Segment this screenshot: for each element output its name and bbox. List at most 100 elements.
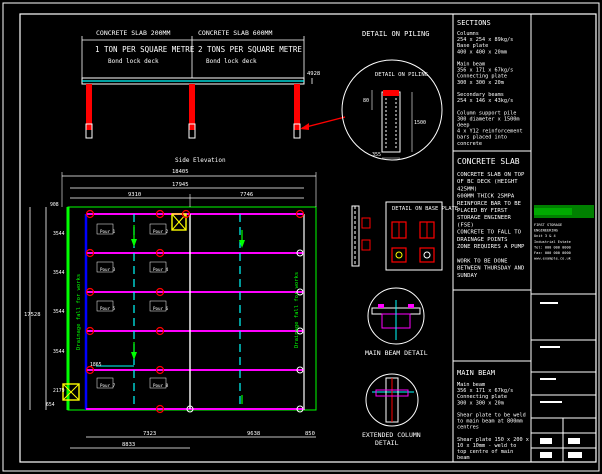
drainage-arrows (131, 225, 245, 404)
beam-line: Connecting plate (457, 394, 507, 400)
sections-line: concrete (457, 141, 482, 147)
elevation-slab-label-left: CONCRETE SLAB 200MM (96, 29, 170, 37)
drainage-label-left: Drainage fall for works (76, 274, 82, 350)
detail-main-beam: MAIN BEAM DETAIL (365, 287, 428, 357)
sections-title: SECTIONS (457, 19, 491, 27)
company-logo-mark (534, 208, 572, 215)
dim-bottom-end: 850 (305, 431, 315, 437)
elevation-slab-label-right: CONCRETE SLAB 600MM (198, 29, 272, 37)
beam-line: to main beam at 800mm (457, 419, 523, 425)
pour-label: Pour 1 (100, 229, 116, 234)
detail-extended-column: EXTENDED COLUMN DETAIL (362, 373, 421, 447)
sections-line: deep (457, 123, 470, 129)
pour-label: Pour 3 (100, 267, 116, 272)
main-beam-detail-caption: MAIN BEAM DETAIL (365, 349, 428, 357)
elevation-pile (85, 123, 93, 139)
drainage-label-right: Drainage fall for works (294, 272, 300, 348)
beam-line: Main beam (457, 382, 485, 388)
sections-line: Columns (457, 31, 479, 37)
pour-label: Pour 8 (153, 383, 169, 388)
dim-left-row: 3544 (53, 349, 65, 355)
sections-line: bars placed into (457, 135, 507, 141)
elevation-column (294, 84, 300, 130)
company-line: www.example.co.uk (534, 257, 572, 261)
pour-tags (96, 223, 167, 389)
beam-line: Shear plate to be weld (457, 413, 526, 419)
company-line: Unit 3 & 4 (534, 234, 556, 238)
title-block (531, 205, 596, 462)
dim-left-row: 3544 (53, 309, 65, 315)
sections-line: Base plate (457, 43, 488, 49)
side-elevation: CONCRETE SLAB 200MM CONCRETE SLAB 600MM … (81, 29, 346, 164)
dim-inner: 1865 (90, 362, 102, 368)
dim-top-left: 9310 (128, 192, 141, 198)
dim-bottom-left: 7323 (143, 431, 156, 437)
dim-top-overall: 18405 (172, 169, 189, 175)
dim-top-second: 17945 (172, 182, 189, 188)
sections-line: 254 x 254 x 89kg/s (457, 37, 513, 43)
beam-line: 10 x 10mm - weld to (457, 443, 516, 449)
pour-label: Pour 6 (153, 306, 169, 311)
slab-line: STORAGE ENGINEER (457, 215, 512, 221)
dim-left-row: 908 (50, 202, 59, 208)
elevation-column (189, 84, 195, 130)
beam-line: beam (457, 455, 470, 461)
drawing-frame (19, 13, 597, 463)
elevation-column (86, 84, 92, 130)
piling-inner-title: DETAIL ON PILING (375, 72, 428, 78)
elevation-dim-right: 4928 (307, 71, 320, 77)
beam-line: top centre of main (457, 449, 513, 455)
slab-line: (FSE) (457, 222, 474, 228)
company-line: Fax: 000 000 0000 (534, 251, 571, 255)
sections-line: 300 diameter x 1500m (457, 116, 519, 122)
elevation-caption: Side Elevation (175, 157, 226, 164)
piling-dim: 355 (372, 152, 381, 158)
sections-line: Main beam (457, 62, 485, 68)
beam-line: 300 x 300 x 20m (457, 400, 504, 406)
elevation-pile (293, 123, 301, 139)
slab-line: SUNDAY (457, 273, 478, 279)
pour-label: Pour 7 (100, 383, 116, 388)
elevation-deck-left: Bond lock deck (108, 58, 159, 65)
pour-label: Pour 5 (100, 306, 116, 311)
slab-line: 425MM) (457, 186, 477, 192)
sections-line: Connecting plate (457, 74, 507, 80)
slab-line: REINFORCE BAR TO BE (457, 201, 522, 207)
sections-line: 300 x 300 x 20m (457, 80, 504, 86)
pour-label: Pour 2 (153, 229, 169, 234)
base-plate-title: DETAIL ON BASE PLATE (392, 206, 458, 212)
slab-line: PLACED BY FIRST (457, 208, 508, 214)
company-line: Tel: 000 000 0000 (534, 245, 571, 249)
pour-label: Pour 4 (153, 267, 169, 272)
plan-column-box (62, 383, 80, 401)
elevation-load-left: 1 TON PER SQUARE METRE (95, 45, 195, 54)
dim-bottom-overall: 8833 (122, 442, 135, 448)
elevation-load-right: 2 TONS PER SQUARE METRE (198, 45, 302, 54)
beam-line: centres (457, 425, 479, 431)
slab-line: WORK TO BE DONE (457, 258, 508, 264)
floor-plan: Pour 1 Pour 2 Pour 3 Pour 4 Pour 5 Pour … (24, 169, 317, 449)
beam-line: Shear plate 150 x 200 x (457, 437, 529, 443)
detail-piling: DETAIL ON PILING DETAIL ON PILING 80 150… (341, 30, 443, 161)
piling-detail-circle (341, 59, 443, 161)
elevation-deck-right: Bond lock deck (206, 58, 257, 65)
slab-line: CONCRETE TO FALL TO (457, 230, 522, 236)
slab-line: CONCRETE SLAB ON TOP (457, 172, 525, 178)
sections-line: 356 x 171 x 67kg/s (457, 68, 513, 74)
sections-line: Secondary beams (457, 92, 504, 98)
main-beam-title: MAIN BEAM (457, 369, 495, 377)
elevation-pile (188, 123, 196, 139)
piling-dim: 80 (363, 98, 369, 104)
piling-dim: 1500 (414, 120, 426, 126)
slab-line: OF BC DECK (HEIGHT (457, 179, 518, 185)
sections-line: 254 x 146 x 43kg/s (457, 98, 513, 104)
dim-left-row: 2179 (53, 388, 65, 394)
